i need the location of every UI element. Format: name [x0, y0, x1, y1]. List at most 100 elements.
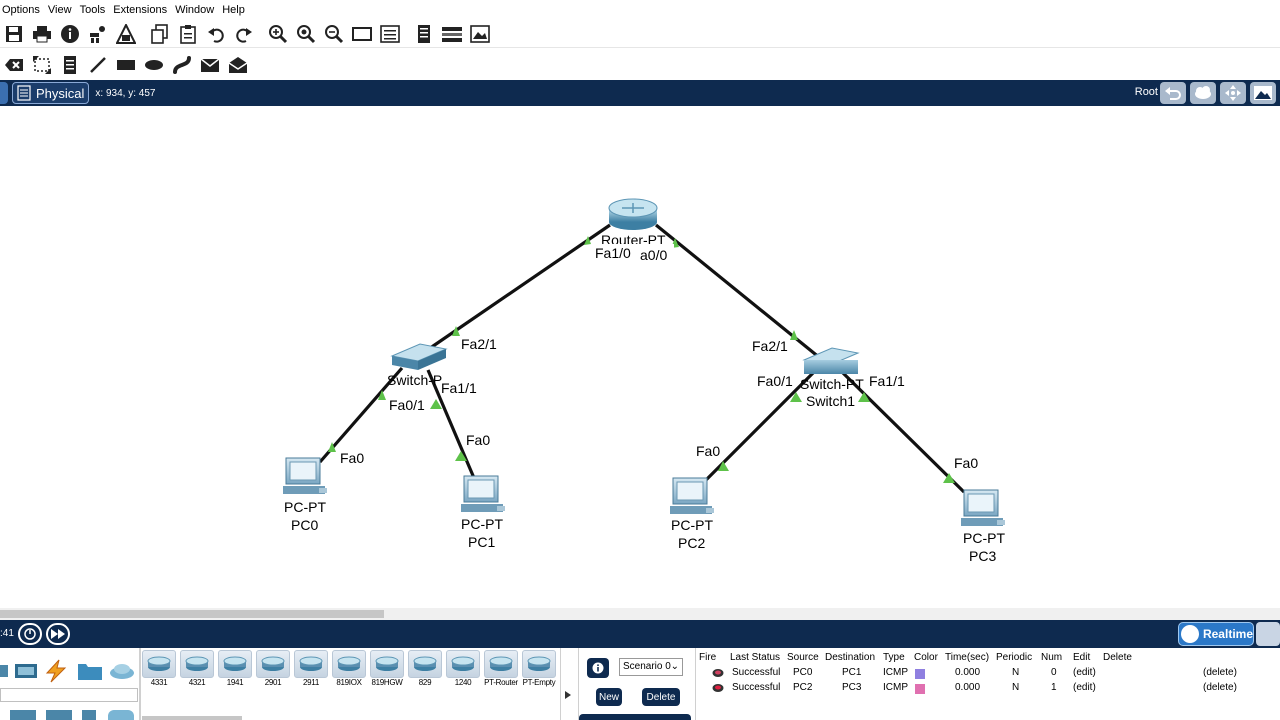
row-num: 0	[1051, 667, 1057, 678]
device-2901[interactable]: 2901	[256, 650, 290, 687]
new-cluster-button[interactable]	[1190, 82, 1216, 104]
menu-tools[interactable]: Tools	[79, 4, 106, 16]
link-switch1-pc3[interactable]	[840, 370, 966, 494]
device-1240[interactable]: 1240	[446, 650, 480, 687]
link-switch1-pc2[interactable]	[704, 370, 816, 482]
delete-icon[interactable]	[2, 53, 26, 77]
category-multiuser[interactable]	[108, 658, 136, 684]
fast-forward-button[interactable]	[46, 623, 70, 645]
router-device[interactable]	[608, 198, 658, 230]
row-edit-link[interactable]: (edit)	[1073, 667, 1096, 678]
switch1-device[interactable]	[802, 347, 860, 374]
device-4321[interactable]: 4321	[180, 650, 214, 687]
fire-icon[interactable]	[712, 668, 724, 678]
simple-pdu-icon[interactable]	[198, 53, 222, 77]
delete-scenario-button[interactable]: Delete	[642, 688, 680, 706]
device-1941[interactable]: 1941	[218, 650, 252, 687]
custom-devices-icon[interactable]	[378, 22, 402, 46]
note-icon[interactable]	[58, 53, 82, 77]
device-list-scrollbar[interactable]	[142, 716, 242, 720]
undo-icon[interactable]	[204, 22, 228, 46]
switch0-device[interactable]	[390, 343, 448, 370]
category-misc[interactable]	[76, 658, 104, 684]
back-button[interactable]	[1160, 82, 1186, 104]
zoom-out-icon[interactable]	[322, 22, 346, 46]
link-light	[378, 390, 386, 400]
row-edit-link[interactable]: (edit)	[1073, 682, 1096, 693]
category-end-devices[interactable]	[12, 658, 40, 684]
realtime-mode-button[interactable]: Realtime	[1178, 622, 1254, 646]
device-819iox[interactable]: 819IOX	[332, 650, 366, 687]
device-pt-empty[interactable]: PT-Empty	[522, 650, 556, 687]
menu-extensions[interactable]: Extensions	[113, 4, 168, 16]
category-item[interactable]	[108, 710, 134, 720]
drawing-palette-icon[interactable]	[350, 22, 374, 46]
row-destination: PC3	[842, 682, 862, 693]
print-icon[interactable]	[30, 22, 54, 46]
category-item[interactable]	[10, 710, 36, 720]
row-delete-link[interactable]: (delete)	[1203, 682, 1237, 693]
pc2-device[interactable]	[670, 477, 714, 514]
viewport-icon[interactable]	[412, 22, 436, 46]
set-background-button[interactable]	[1250, 82, 1276, 104]
category-item[interactable]	[46, 710, 72, 720]
pc2-model-label: PC-PT	[671, 517, 713, 533]
device-4331[interactable]: 4331	[142, 650, 176, 687]
device-search-box[interactable]	[0, 688, 138, 702]
device-829[interactable]: 829	[408, 650, 442, 687]
physical-tab[interactable]: Physical	[12, 82, 90, 104]
pc3-device[interactable]	[961, 489, 1005, 526]
freeform-icon[interactable]	[170, 53, 194, 77]
zoom-reset-icon[interactable]	[294, 22, 318, 46]
workspace-canvas[interactable]: Router-PT Fa1/0 a0/0 Fa2/1 Switch-P Fa1/…	[0, 106, 1280, 608]
rectangle-icon[interactable]	[114, 53, 138, 77]
screenshot-icon[interactable]	[468, 22, 492, 46]
cluster-icon[interactable]	[440, 22, 464, 46]
resize-icon[interactable]	[30, 53, 54, 77]
device-pt-router[interactable]: PT-Router	[484, 650, 518, 687]
device-label: PT-Router	[484, 678, 518, 687]
link-router-switch0[interactable]	[419, 223, 611, 357]
network-wizard-icon[interactable]	[86, 22, 110, 46]
pc0-device[interactable]	[283, 457, 327, 494]
pc1-device[interactable]	[461, 475, 505, 512]
toggle-pdu-list-button[interactable]	[579, 714, 691, 720]
category-item[interactable]	[82, 710, 96, 720]
fire-icon[interactable]	[712, 683, 724, 693]
redo-icon[interactable]	[232, 22, 256, 46]
pc2-port-fa0: Fa0	[696, 443, 720, 459]
scenario-select[interactable]: Scenario 0⌄	[619, 658, 683, 676]
line-icon[interactable]	[86, 53, 110, 77]
save-icon[interactable]	[2, 22, 26, 46]
device-2911[interactable]: 2911	[294, 650, 328, 687]
info-icon[interactable]	[58, 22, 82, 46]
paste-icon[interactable]	[176, 22, 200, 46]
activity-wizard-icon[interactable]	[114, 22, 138, 46]
ellipse-icon[interactable]	[142, 53, 166, 77]
row-delete-link[interactable]: (delete)	[1203, 667, 1237, 678]
info-icon	[592, 662, 604, 674]
category-connections[interactable]	[42, 658, 70, 684]
menu-options[interactable]: Options	[2, 4, 40, 16]
menu-view[interactable]: View	[47, 4, 72, 16]
menu-window[interactable]: Window	[175, 4, 215, 16]
scenario-info-button[interactable]	[587, 658, 609, 678]
zoom-in-icon[interactable]	[266, 22, 290, 46]
power-cycle-button[interactable]	[18, 623, 42, 645]
new-scenario-button[interactable]: New	[596, 688, 622, 706]
link-light	[790, 330, 798, 340]
canvas-horizontal-scrollbar[interactable]	[0, 608, 1280, 620]
expand-arrow-icon[interactable]	[564, 690, 572, 700]
menu-help[interactable]: Help	[222, 4, 245, 16]
move-object-button[interactable]	[1220, 82, 1246, 104]
switch1-port-fa0-1: Fa0/1	[757, 373, 793, 389]
complex-pdu-icon[interactable]	[226, 53, 250, 77]
simulation-mode-button[interactable]	[1256, 622, 1280, 646]
scrollbar-thumb[interactable]	[0, 610, 384, 618]
copy-icon[interactable]	[148, 22, 172, 46]
router-model-icon	[142, 650, 176, 678]
switch1-name-label: Switch1	[806, 393, 855, 409]
logical-tab[interactable]	[0, 82, 8, 104]
category-network-devices[interactable]	[0, 658, 8, 684]
device-819hgw[interactable]: 819HGW	[370, 650, 404, 687]
